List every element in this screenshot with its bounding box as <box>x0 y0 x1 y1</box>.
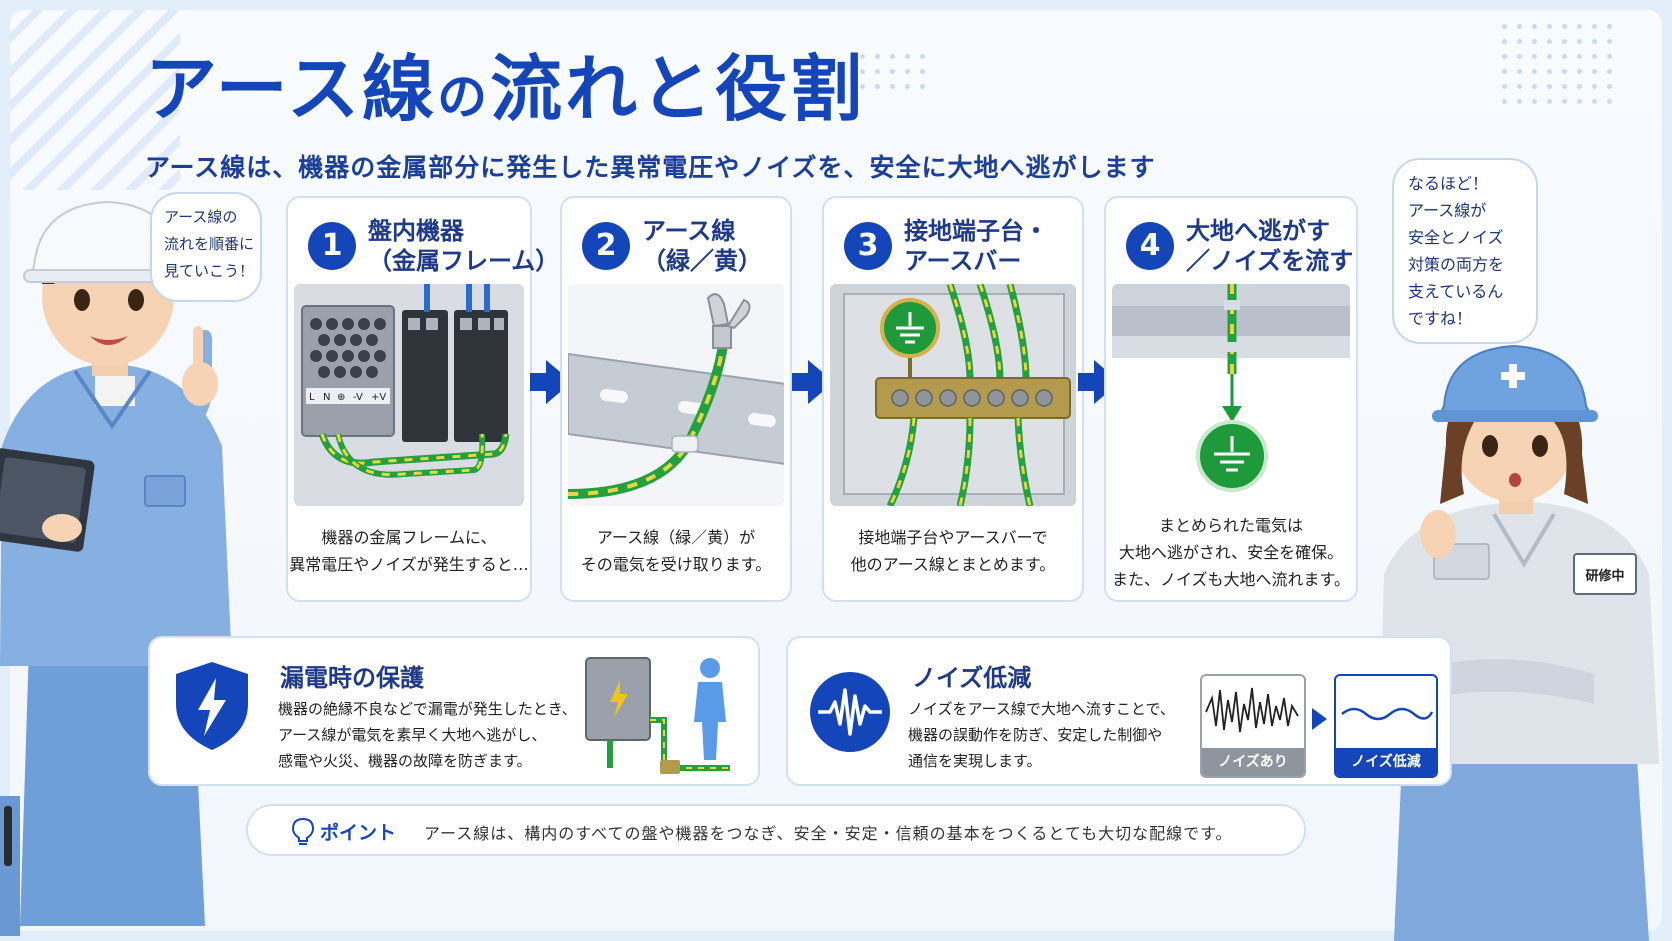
noise-after-box: ノイズ低減 <box>1334 674 1438 778</box>
leak-protection-panel: 漏電時の保護 機器の絶縁不良などで漏電が発生したとき、アース線が電気を素早く大地… <box>148 636 760 786</box>
page-title: アース線の流れと役割 <box>145 47 866 131</box>
shield-lightning-icon <box>176 662 248 750</box>
decorative-dots <box>860 54 925 89</box>
step-description: 機器の金属フレームに、異常電圧やノイズが発生すると… <box>289 528 529 574</box>
device-terminal-label-plus-v: +V <box>371 392 386 403</box>
female-worker-illustration: 研修中 <box>1379 344 1659 941</box>
device-terminal-label-l: L <box>309 392 315 403</box>
lightbulb-icon <box>291 817 315 845</box>
step-card-3: 3 接地端子台・アースバー 接地端子台やアースバーで他のアース線とまとめます。 <box>822 196 1084 602</box>
step-card-1: 1 盤内機器（金属フレーム） L N ⊕ -V +V <box>286 196 559 602</box>
right-speech-bubble: なるほど！アース線が安全とノイズ 対策の両方を支えているんですね！ <box>1392 158 1538 344</box>
decorative-dots-right <box>1502 24 1612 104</box>
device-terminal-label-ground: ⊕ <box>337 392 345 403</box>
noise-before-label: ノイズあり <box>1202 748 1304 776</box>
ground-earth-image <box>1112 284 1350 494</box>
step-card-2: 2 アース線（緑／黄） アース線（緑／黄）がその電気を受け取ります。 <box>560 196 792 602</box>
male-worker-illustration <box>0 200 232 936</box>
step-description: アース線（緑／黄）がその電気を受け取ります。 <box>580 528 772 574</box>
point-tip-bar: ポイント アース線は、構内のすべての盤や機器をつなぎ、安全・安定・信頼の基本をつ… <box>246 804 1306 856</box>
decorative-stripes <box>10 10 180 190</box>
noise-compare-arrow-icon <box>1312 708 1327 730</box>
left-speech-bubble: アース線の流れを順番に見ていこう！ <box>150 192 262 302</box>
page-subtitle: アース線は、機器の金属部分に発生した異常電圧やノイズを、安全に大地へ逃がします <box>145 153 1156 182</box>
device-terminal-label-minus-v: -V <box>353 392 363 403</box>
step-heading: 大地へ逃がす／ノイズを流す <box>1186 217 1354 275</box>
panel-equipment-image: L N ⊕ -V +V <box>294 284 524 506</box>
noise-reduction-panel: ノイズ低減 ノイズをアース線で大地へ流すことで、機器の誤動作を防ぎ、安定した制御… <box>786 636 1452 786</box>
noise-text: ノイズをアース線で大地へ流すことで、機器の誤動作を防ぎ、安定した制御や通信を実現… <box>908 700 1175 770</box>
noisy-wave-icon <box>1205 687 1299 733</box>
noise-wave-icon <box>810 672 890 752</box>
leak-illustration <box>585 657 730 774</box>
noise-before-box: ノイズあり <box>1200 674 1306 778</box>
step-heading: 盤内機器（金属フレーム） <box>368 217 560 275</box>
leak-text: 機器の絶縁不良などで漏電が発生したとき、アース線が電気を素早く大地へ逃がし、感電… <box>278 700 577 770</box>
step-card-4: 4 大地へ逃がす／ノイズを流す まとめられた電気は大地へ逃がされ、安全を確保。ま… <box>1104 196 1358 602</box>
step-number: 4 <box>1126 222 1174 270</box>
leak-title: 漏電時の保護 <box>280 664 424 692</box>
step-number: 3 <box>844 222 892 270</box>
step-description: まとめられた電気は大地へ逃がされ、安全を確保。また、ノイズも大地へ流れます。 <box>1112 516 1350 589</box>
point-label: ポイント <box>320 822 397 844</box>
step-heading: 接地端子台・アースバー <box>904 217 1048 275</box>
step-heading: アース線（緑／黄） <box>642 217 762 275</box>
earth-wire-image <box>568 284 784 506</box>
noise-title: ノイズ低減 <box>912 664 1032 692</box>
smooth-wave-icon <box>1341 707 1434 721</box>
step-number: 2 <box>582 222 630 270</box>
step-description: 接地端子台やアースバーで他のアース線とまとめます。 <box>850 528 1056 574</box>
name-tag: 研修中 <box>1585 568 1624 584</box>
step-number: 1 <box>308 222 356 270</box>
point-text: アース線は、構内のすべての盤や機器をつなぎ、安全・安定・信頼の基本をつくるとても… <box>424 824 1233 843</box>
earth-ground-icon <box>1196 420 1268 492</box>
device-terminal-label-n: N <box>323 392 330 403</box>
noise-after-label: ノイズ低減 <box>1336 748 1436 776</box>
ground-bar-image <box>830 284 1076 506</box>
